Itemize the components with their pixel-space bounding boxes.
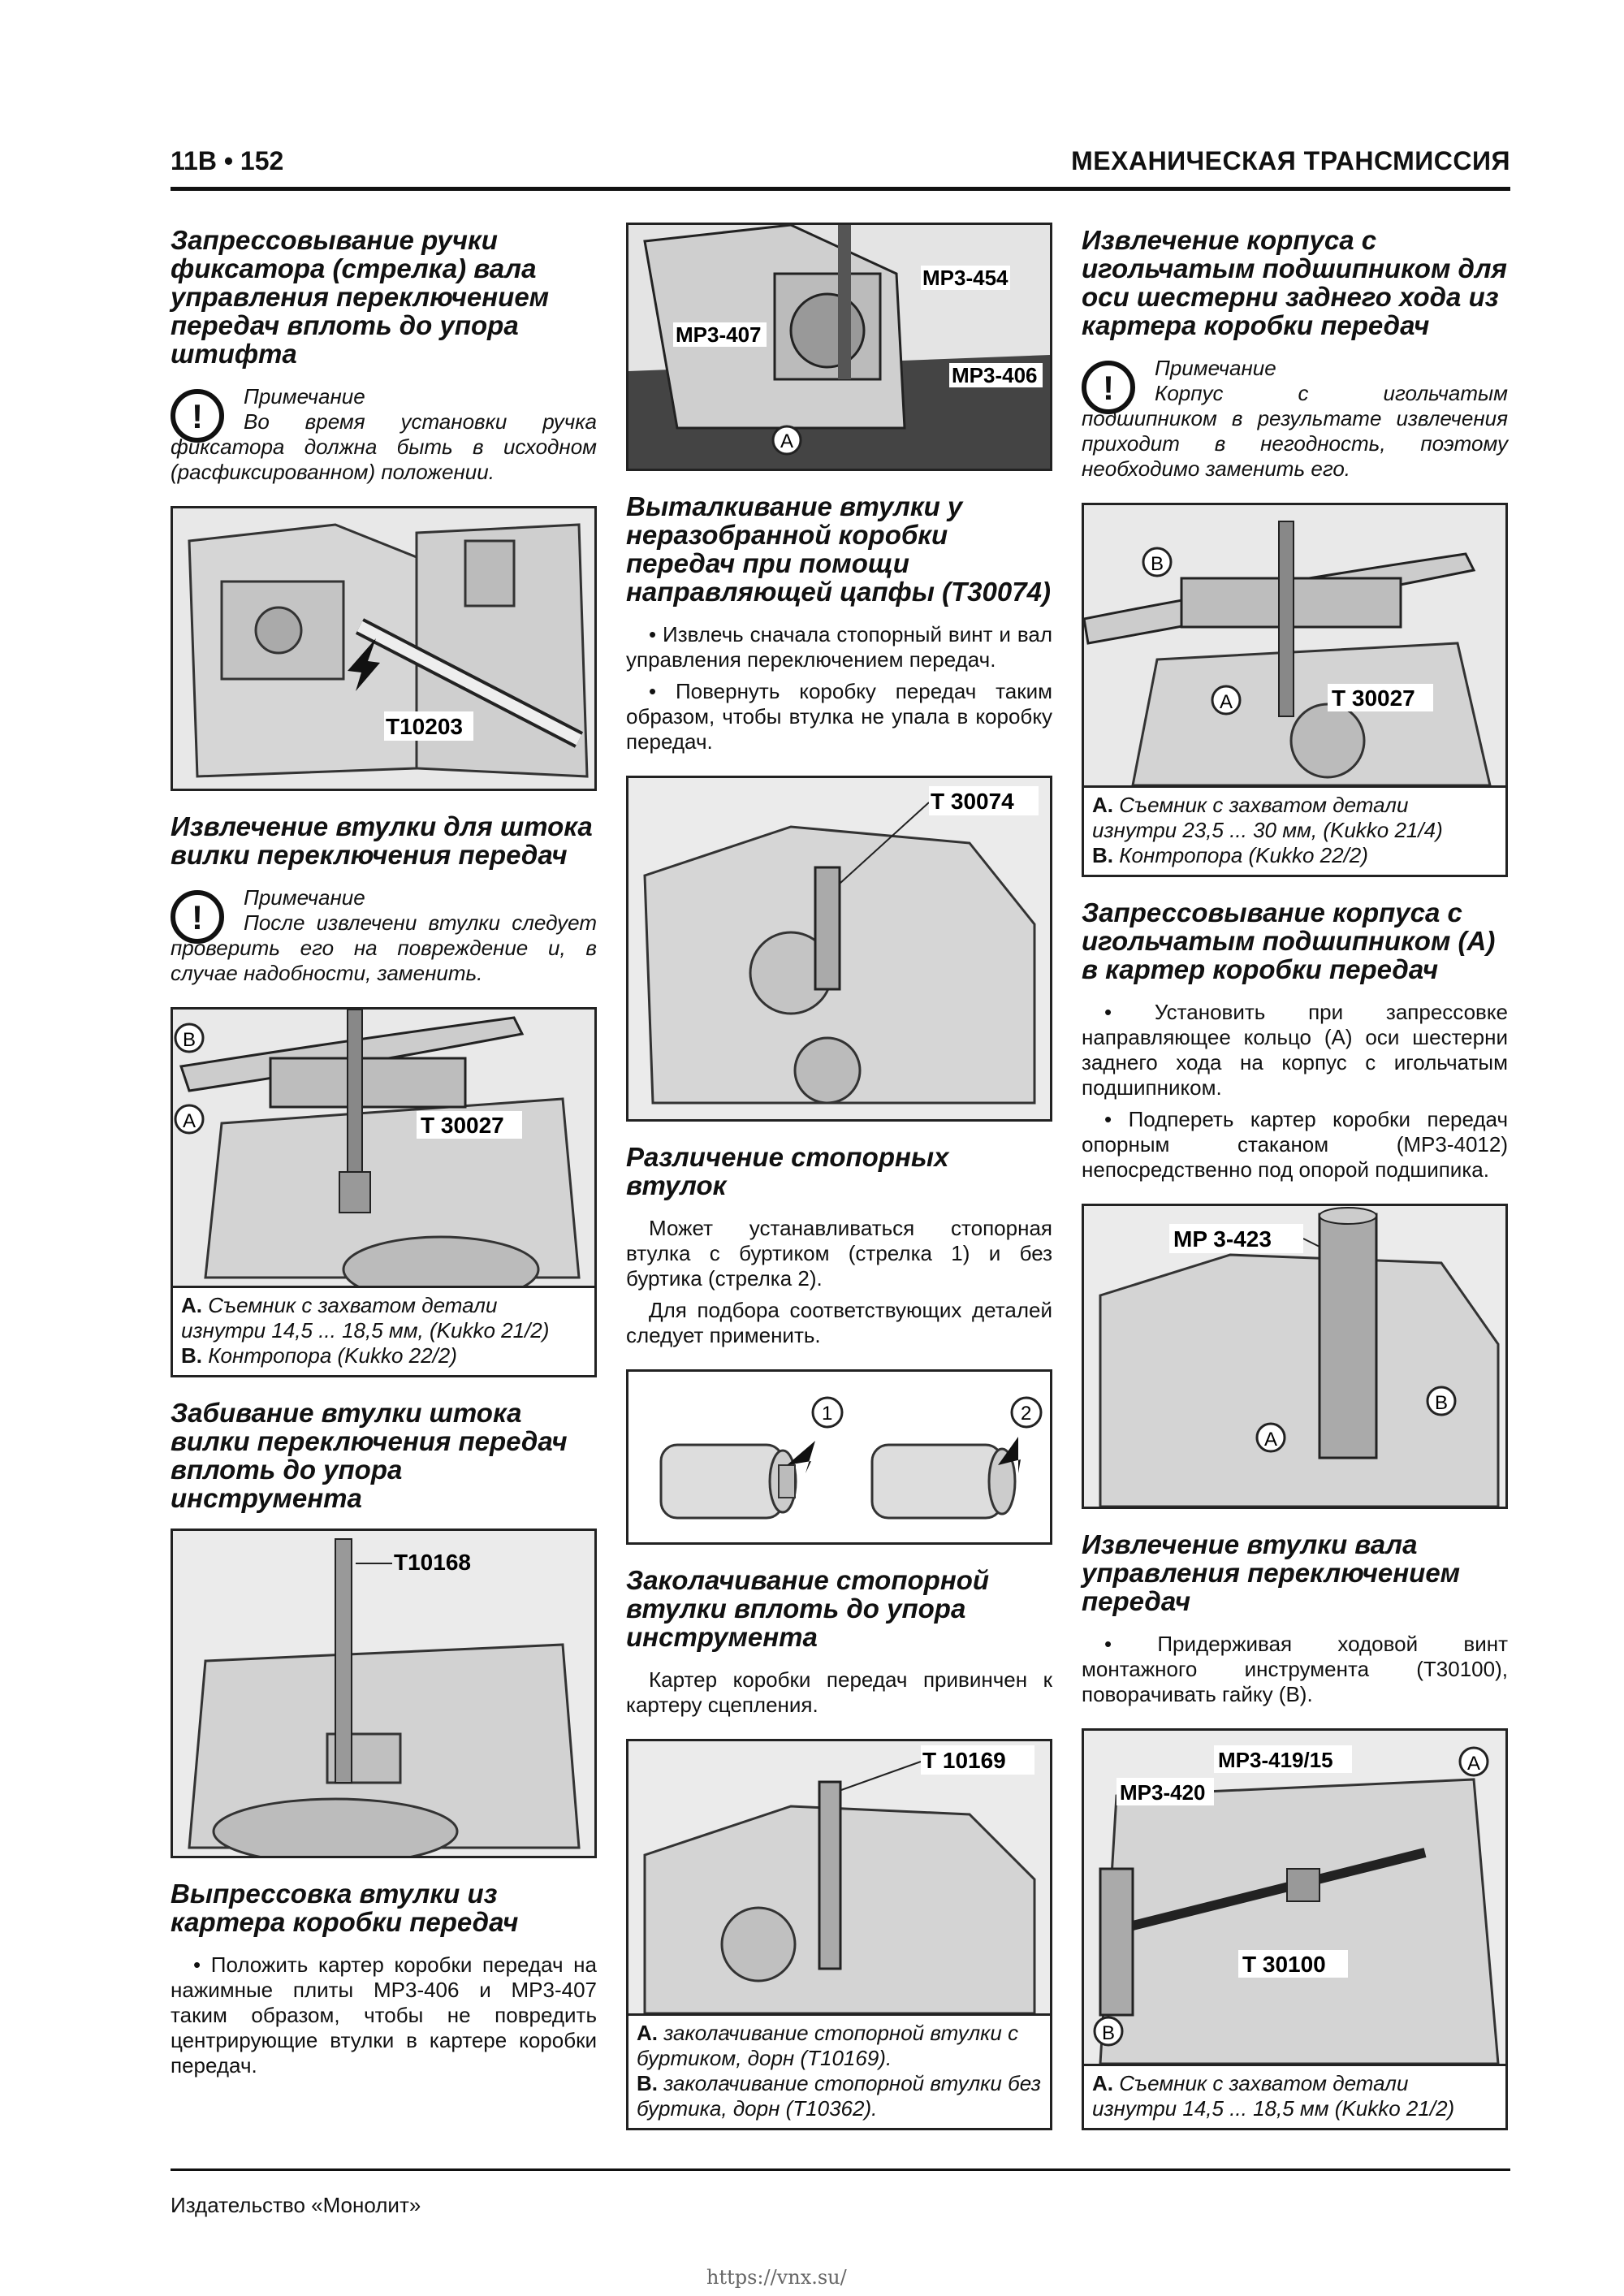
marker-a: A bbox=[1467, 1753, 1480, 1775]
tool-label: MP3-454 bbox=[922, 266, 1009, 290]
section-heading: Извлечение корпуса с игольчатым подшипни… bbox=[1082, 225, 1507, 340]
warning-icon: ! bbox=[171, 890, 224, 944]
column-2: MP3-454 MP3-407 MP3-406 A Выталкивание в… bbox=[626, 223, 1052, 2151]
tool-label: T 10169 bbox=[922, 1748, 1006, 1773]
page-header: 11B • 152 МЕХАНИЧЕСКАЯ ТРАНСМИССИЯ bbox=[171, 146, 1510, 187]
paragraph: • Повернуть коробку передач таким образо… bbox=[626, 679, 1052, 754]
section-heading: Запрессовывание ручки фиксатора (стрелка… bbox=[171, 225, 550, 369]
publisher: Издательство «Монолит» bbox=[171, 2193, 421, 2217]
paragraph: • Придерживая ходовой винт монтажного ин… bbox=[1082, 1632, 1508, 1706]
section-title: МЕХАНИЧЕСКАЯ ТРАНСМИССИЯ bbox=[1071, 146, 1510, 175]
note-heading: Примечание bbox=[1155, 356, 1276, 380]
paragraph: Для подбора соответствующих деталей след… bbox=[626, 1298, 1052, 1347]
figure-tool-t10203: T10203 bbox=[171, 506, 597, 791]
marker-a: A bbox=[1220, 691, 1233, 713]
marker-a: A bbox=[1264, 1429, 1277, 1451]
figure-tool-t30074: T 30074 bbox=[626, 776, 1052, 1122]
warning-icon: ! bbox=[171, 389, 224, 443]
section-heading: Забивание втулки штока вилки переключени… bbox=[171, 1398, 568, 1513]
paragraph: • Извлечь сначала стопорный винт и вал у… bbox=[626, 622, 1052, 672]
footer-rule bbox=[171, 2168, 1510, 2171]
tool-label: T10203 bbox=[386, 714, 463, 739]
section-heading: Выталкивание втулки у неразобранной коро… bbox=[626, 491, 1051, 607]
note-box: ! Примечание Корпус с игольчатым подшипн… bbox=[1082, 356, 1508, 482]
marker-b: B bbox=[1151, 553, 1164, 575]
paragraph: • Установить при запрессовке направляюще… bbox=[1082, 1000, 1508, 1100]
paragraph: • Положить картер коробки передач на наж… bbox=[171, 1952, 597, 2078]
section-heading: Запрессовывание корпуса с игольчатым под… bbox=[1082, 897, 1496, 984]
figure-press-plates: MP3-454 MP3-407 MP3-406 A bbox=[626, 223, 1052, 471]
note-box: ! Примечание После извлечени втулки след… bbox=[171, 885, 597, 986]
marker-a: A bbox=[183, 1110, 196, 1132]
figure-puller-t30027: B A T 30027 A. Съемник с захватом детали… bbox=[171, 1007, 597, 1377]
marker-2: 2 bbox=[1021, 1403, 1031, 1425]
figure-tool-mp3-423: MP 3-423 B A bbox=[1082, 1204, 1508, 1509]
note-text: После извлечени втулки следует проверить… bbox=[171, 910, 597, 985]
marker-a: A bbox=[780, 430, 793, 452]
marker-1: 1 bbox=[822, 1403, 832, 1425]
tool-label: MP3-419/15 bbox=[1218, 1748, 1333, 1772]
warning-icon: ! bbox=[1082, 361, 1135, 414]
header-rule bbox=[171, 187, 1510, 191]
figure-caption: A. Съемник с захватом детали изнутри 23,… bbox=[1084, 785, 1505, 875]
tool-label: MP3-407 bbox=[676, 322, 762, 347]
figure-caption: A. Съемник с захватом детали изнутри 14,… bbox=[1084, 2064, 1505, 2128]
tool-label: MP3-406 bbox=[952, 363, 1038, 387]
section-heading: Извлечение втулки для штока вилки перекл… bbox=[171, 811, 593, 870]
paragraph: • Подпереть картер коробки передач опорн… bbox=[1082, 1107, 1508, 1182]
tool-label: MP3-420 bbox=[1120, 1780, 1206, 1805]
tool-label: T 30074 bbox=[931, 789, 1014, 814]
section-heading: Заколачивание стопорной втулки вплоть до… bbox=[626, 1565, 990, 1652]
note-box: ! Примечание Во время установки ручка фи… bbox=[171, 384, 597, 485]
paragraph: Может устанавливаться стопорная втулка с… bbox=[626, 1216, 1052, 1291]
tool-label: T 30027 bbox=[421, 1113, 504, 1138]
figure-tool-t30100: MP3-419/15 MP3-420 T 30100 A B A. Съемни… bbox=[1082, 1728, 1508, 2130]
note-text: Во время установки ручка фиксатора должн… bbox=[171, 409, 597, 484]
paragraph: Картер коробки передач привинчен к карте… bbox=[626, 1667, 1052, 1717]
figure-tool-t10169: T 10169 A. заколачивание стопорной втулк… bbox=[626, 1739, 1052, 2130]
note-heading: Примечание bbox=[244, 885, 365, 910]
tool-label: T 30100 bbox=[1242, 1952, 1326, 1977]
note-text: Корпус с игольчатым подшипником в резуль… bbox=[1082, 381, 1508, 481]
figure-caption: A. заколачивание стопорной втулки с бурт… bbox=[628, 2013, 1050, 2128]
column-3: Извлечение корпуса с игольчатым подшипни… bbox=[1082, 226, 1508, 2151]
marker-b: B bbox=[1435, 1392, 1448, 1414]
note-heading: Примечание bbox=[244, 384, 365, 409]
watermark-url: https://vnx.su/ bbox=[706, 2266, 847, 2289]
tool-label: MP 3-423 bbox=[1173, 1226, 1272, 1252]
page-number: 11B • 152 bbox=[171, 146, 284, 175]
section-heading: Различение стопорных втулок bbox=[626, 1142, 949, 1200]
marker-b: B bbox=[1102, 2022, 1115, 2044]
section-heading: Выпрессовка втулки из картера коробки пе… bbox=[171, 1879, 519, 1937]
column-1: Запрессовывание ручки фиксатора (стрелка… bbox=[171, 226, 597, 2085]
marker-b: B bbox=[183, 1029, 196, 1051]
tool-label: T 30027 bbox=[1332, 685, 1415, 711]
figure-tool-t10168: T10168 bbox=[171, 1529, 597, 1858]
figure-caption: A. Съемник с захватом детали изнутри 14,… bbox=[173, 1286, 594, 1375]
tool-label: T10168 bbox=[394, 1550, 471, 1575]
figure-bushings: 1 2 bbox=[626, 1369, 1052, 1545]
figure-puller-t30027-b: B A T 30027 A. Съемник с захватом детали… bbox=[1082, 503, 1508, 877]
section-heading: Извлечение втулки вала управления перекл… bbox=[1082, 1529, 1461, 1616]
